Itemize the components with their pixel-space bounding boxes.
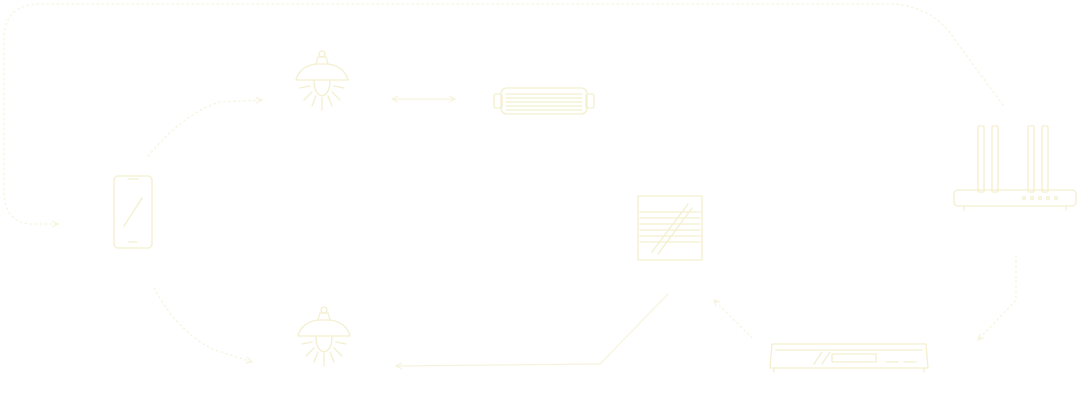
connection-phone-to-bulb-top bbox=[147, 100, 262, 157]
wifi-router-icon bbox=[953, 125, 1077, 211]
connections bbox=[3, 3, 1017, 366]
connection-settop-to-panel bbox=[714, 300, 753, 339]
light-bulb-icon bbox=[295, 50, 349, 111]
set-top-box-icon bbox=[769, 343, 929, 373]
smart-switch-panel-icon bbox=[637, 195, 703, 261]
light-bulb-icon bbox=[297, 306, 351, 367]
connection-router-to-phone bbox=[3, 3, 1004, 224]
connection-panel-to-bulb-bottom bbox=[396, 293, 669, 366]
connection-router-to-settop bbox=[978, 255, 1017, 340]
projector-icon bbox=[493, 87, 595, 115]
connection-phone-to-bulb-bottom bbox=[153, 287, 252, 362]
smartphone-icon bbox=[113, 175, 153, 249]
